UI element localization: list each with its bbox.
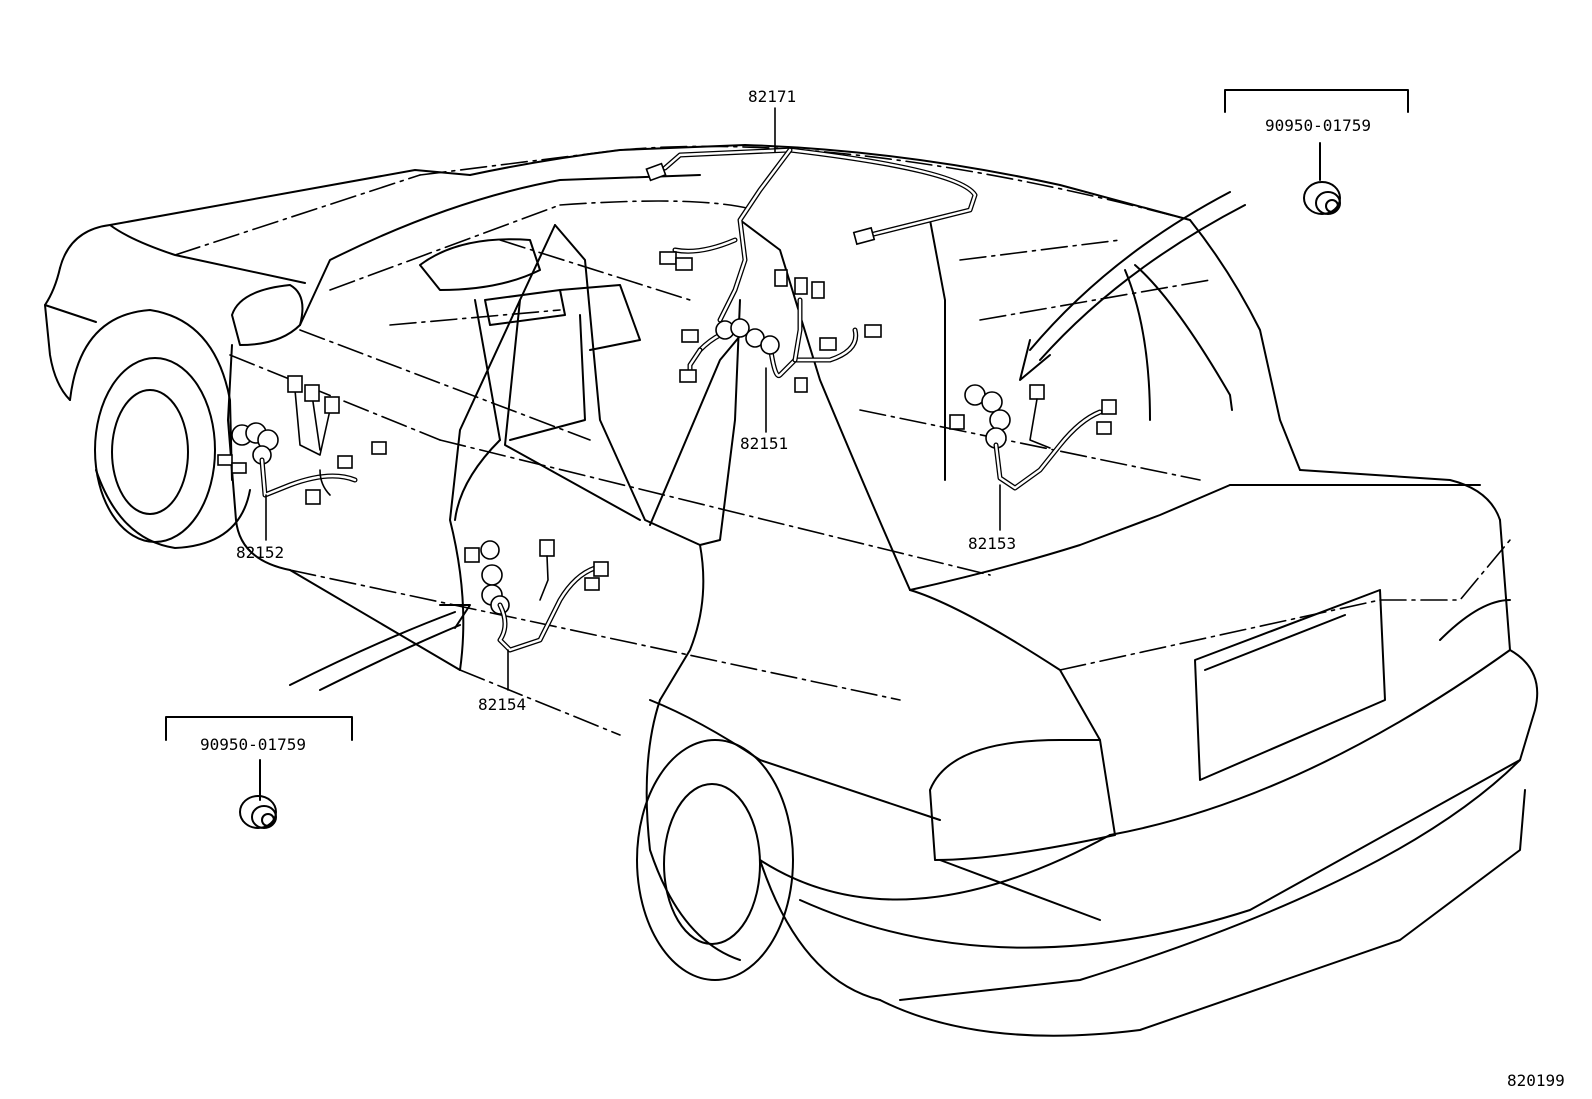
side-mirror bbox=[231, 284, 304, 346]
grommet-bottom-left bbox=[165, 716, 353, 829]
center-wire-harness bbox=[679, 269, 882, 393]
label-grommet-part-top: 90950-01759 bbox=[1265, 116, 1371, 135]
grommet-top-right bbox=[1224, 89, 1409, 215]
label-82151: 82151 bbox=[740, 434, 788, 453]
label-82152: 82152 bbox=[236, 543, 284, 562]
arrow-head-bottom-left bbox=[439, 604, 471, 629]
rear-wheel bbox=[636, 739, 794, 981]
roof-wire-harness bbox=[645, 147, 978, 323]
tail-light bbox=[929, 739, 1116, 861]
diagram-id: 820199 bbox=[1507, 1071, 1565, 1090]
leader-lines bbox=[265, 107, 1001, 691]
license-plate-recess bbox=[1194, 589, 1386, 781]
arrow-head-top-right bbox=[1019, 339, 1051, 381]
label-82153: 82153 bbox=[968, 534, 1016, 553]
car-body-outline bbox=[44, 144, 1539, 1037]
rear-door-wire-harness bbox=[464, 539, 609, 653]
label-82171: 82171 bbox=[748, 87, 796, 106]
label-grommet-part-bottom: 90950-01759 bbox=[200, 735, 306, 754]
front-door-wire-harness bbox=[217, 375, 387, 505]
label-82154: 82154 bbox=[478, 695, 526, 714]
insertion-arrows bbox=[289, 191, 1246, 691]
rear-quarter-wire-harness bbox=[949, 384, 1117, 491]
